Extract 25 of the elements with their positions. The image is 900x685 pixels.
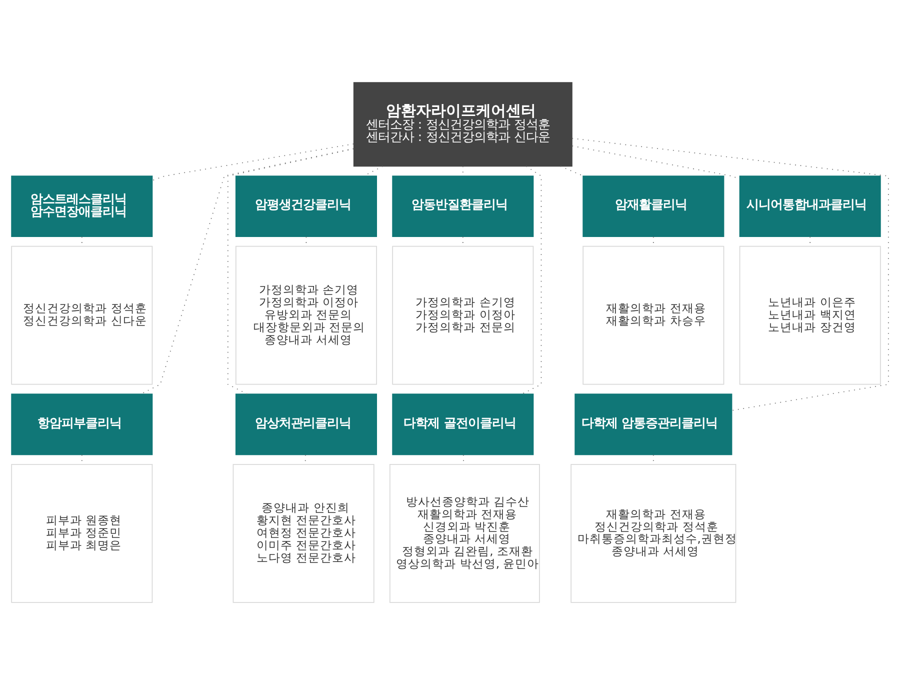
node-box: 암스트레스클리닉 암수면장애클리닉 — [11, 176, 153, 237]
node-box: 노년내과 이은주 노년내과 백지연 노년내과 장건영 — [739, 246, 881, 385]
connector — [140, 148, 354, 394]
node-box: 시니어통합내과클리닉 — [739, 176, 881, 237]
node-box: 정신건강의학과 정석훈 정신건강의학과 신다운 — [11, 246, 153, 385]
node-box: 가정의학과 손기영 가정의학과 이정아 유방외과 전문의 대장항문외과 전문의 종양내과 서세영 — [235, 246, 377, 385]
connector — [152, 143, 354, 181]
connector — [560, 166, 584, 176]
node-box: 다학제 암통증관리클리닉 — [574, 394, 732, 456]
node-box: 암동반질환클리닉 — [392, 176, 534, 237]
node-box: 피부과 원종현 피부과 정준민 피부과 최명은 — [11, 464, 153, 603]
node-box: 암환자라이프케어센터 센터소장 : 정신건강의학과 정석훈 센터간사 : 정신건강의학과 신다운 — [353, 82, 572, 167]
node-box: 종양내과 안진희 황지현 전문간호사 여현정 전문간호사 이미주 전문간호사 노다영 전문간호사 — [232, 464, 374, 603]
connector — [572, 138, 889, 411]
node-box: 재활의학과 전재용 재활의학과 차승우 — [582, 246, 724, 385]
node-box: 다학제 골전이클리닉 — [392, 394, 534, 456]
connector — [227, 148, 354, 394]
node-box: 항암피부클리닉 — [11, 394, 153, 456]
node-box: 방사선종양학과 김수산 재활의학과 전재용 신경외과 박진훈 종양내과 서세영 정형외과 김완림, 조재환 영상의학과 박선영, 윤민아 — [389, 464, 540, 603]
node-box: 재활의학과 전재용 정신건강의학과 정석훈 마취통증의학과최성수,권현정 종양내과 서세영 — [570, 464, 736, 603]
node-box: 암평생건강클리닉 — [235, 176, 377, 237]
node-box: 가정의학과 손기영 가정의학과 이정아 가정의학과 전문의 — [392, 246, 534, 385]
connector — [521, 166, 542, 394]
node-box: 암재활클리닉 — [582, 176, 724, 237]
node-box: 암상처관리클리닉 — [235, 394, 377, 456]
